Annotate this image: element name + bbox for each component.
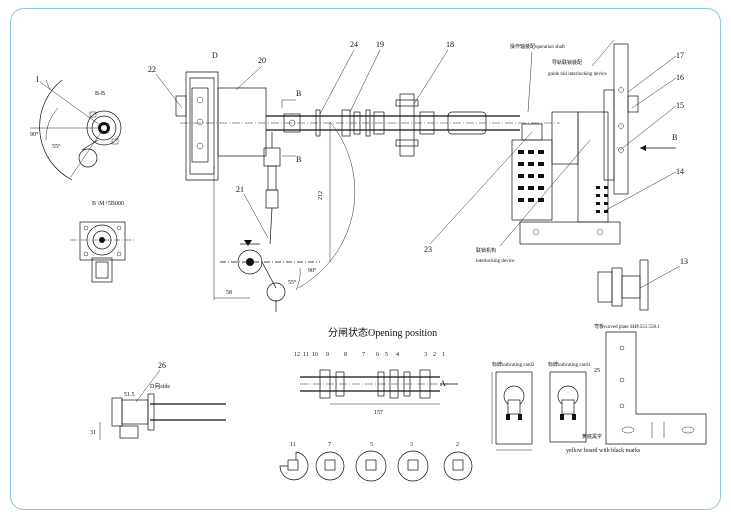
cam-label-3: 3	[410, 442, 413, 448]
part-26: 26	[158, 361, 166, 370]
section-b-b-label: B-B	[95, 91, 105, 97]
d-side-view: 26 D向side 51.5 31	[90, 361, 226, 440]
shaft-num-2: 2	[433, 352, 436, 358]
dim-31: 31	[90, 430, 96, 436]
card2-label: 标牌indicating card2	[492, 361, 535, 368]
card1-label: 标牌indicating card1	[548, 361, 591, 368]
angle-90-lever: 90°	[308, 267, 317, 274]
curved-plate: 弯板curved plate SHP.551.558.1 yellow boar…	[566, 323, 707, 454]
part-23: 23	[424, 245, 432, 254]
shaft-num-4: 4	[396, 352, 399, 358]
arrow-a-label: A	[440, 379, 446, 388]
main-assembly: 22 D 20 B B 24 19	[148, 39, 684, 264]
part-21: 21	[236, 185, 244, 194]
guide-rail-en: guide rail interlocking device	[548, 72, 608, 77]
shaft-num-8: 8	[344, 352, 347, 358]
shaft-num-9: 9	[326, 352, 329, 358]
part-18: 18	[446, 40, 454, 49]
drawing-frame	[10, 8, 721, 510]
part-19: 19	[376, 40, 384, 49]
part-17: 17	[676, 51, 684, 60]
dim-58: 58	[226, 290, 232, 296]
cam-label-5: 5	[370, 442, 373, 448]
shaft-num-11: 11	[303, 352, 309, 358]
cam-label-2: 2	[456, 442, 459, 448]
shaft-num-1: 1	[442, 352, 445, 358]
lever-assembly: 21 90° 55° 212 58	[213, 121, 356, 312]
angle-marker-i: I	[36, 75, 39, 84]
angle-55-lever: 55°	[288, 279, 297, 286]
shaft-num-5: 5	[385, 352, 388, 358]
view-b-title: B \M+5B000	[92, 201, 124, 207]
dim-212: 212	[318, 191, 324, 200]
angle-90-label: 90°	[30, 131, 39, 138]
label-d-top: D	[212, 51, 218, 60]
terminal-grid-left	[518, 150, 544, 202]
part-16: 16	[676, 73, 684, 82]
part-22: 22	[148, 65, 156, 74]
interlock-en: interlocking device	[476, 259, 515, 264]
shaft-num-12: 12	[294, 352, 300, 358]
cam-profiles: 11 7 5 3 2	[279, 442, 473, 482]
label-b-lower: B	[296, 155, 301, 164]
terminal-grid-right	[596, 186, 608, 213]
indicating-card-1: 标牌indicating card1 25 黄底黑字	[548, 361, 602, 443]
shaft-num-6: 6	[376, 352, 379, 358]
opening-position-view: 分闸状态Opening position 12 11 10 9 8 7 6 5 …	[294, 326, 458, 416]
interlock-cn: 联锁机构	[476, 247, 496, 254]
part-24: 24	[350, 40, 358, 49]
curved-plate-label: 弯板curved plate SHP.551.558.1	[594, 323, 660, 330]
d-side-label: D向side	[150, 382, 170, 390]
part-15: 15	[676, 101, 684, 110]
dim-51-5: 51.5	[124, 392, 135, 398]
shaft-num-7: 7	[362, 352, 365, 358]
indicating-card-2: 标牌indicating card2	[491, 361, 535, 451]
section-b-b-view: B-B I 90° 55°	[30, 75, 122, 181]
dim-157: 157	[374, 410, 383, 416]
shaft-num-3: 3	[424, 352, 427, 358]
label-b-upper: B	[296, 89, 301, 98]
part-13-detail: 13	[597, 257, 688, 311]
view-b-detail: B \M+5B000	[70, 201, 134, 283]
part-14: 14	[676, 167, 684, 176]
cam-label-11: 11	[290, 442, 296, 448]
label-b-right: B	[672, 133, 677, 142]
opening-position-title: 分闸状态Opening position	[328, 326, 437, 339]
yellow-board-en: yellow board with black marks	[566, 448, 641, 454]
angle-55-label: 55°	[52, 143, 61, 150]
shaft-num-10: 10	[312, 352, 318, 358]
part-13: 13	[680, 257, 688, 266]
dim-25: 25	[594, 368, 600, 374]
cam-label-7: 7	[328, 442, 331, 448]
shaft-numbers: 12 11 10 9 8 7 6 5 4 3 2 1	[294, 352, 445, 358]
operation-shaft-label: 操作轴装配operation shaft	[510, 43, 565, 50]
part-20: 20	[258, 56, 266, 65]
guide-rail-cn: 导轨联锁装配	[552, 59, 582, 66]
yellow-board-cn: 黄底黑字	[582, 433, 602, 440]
